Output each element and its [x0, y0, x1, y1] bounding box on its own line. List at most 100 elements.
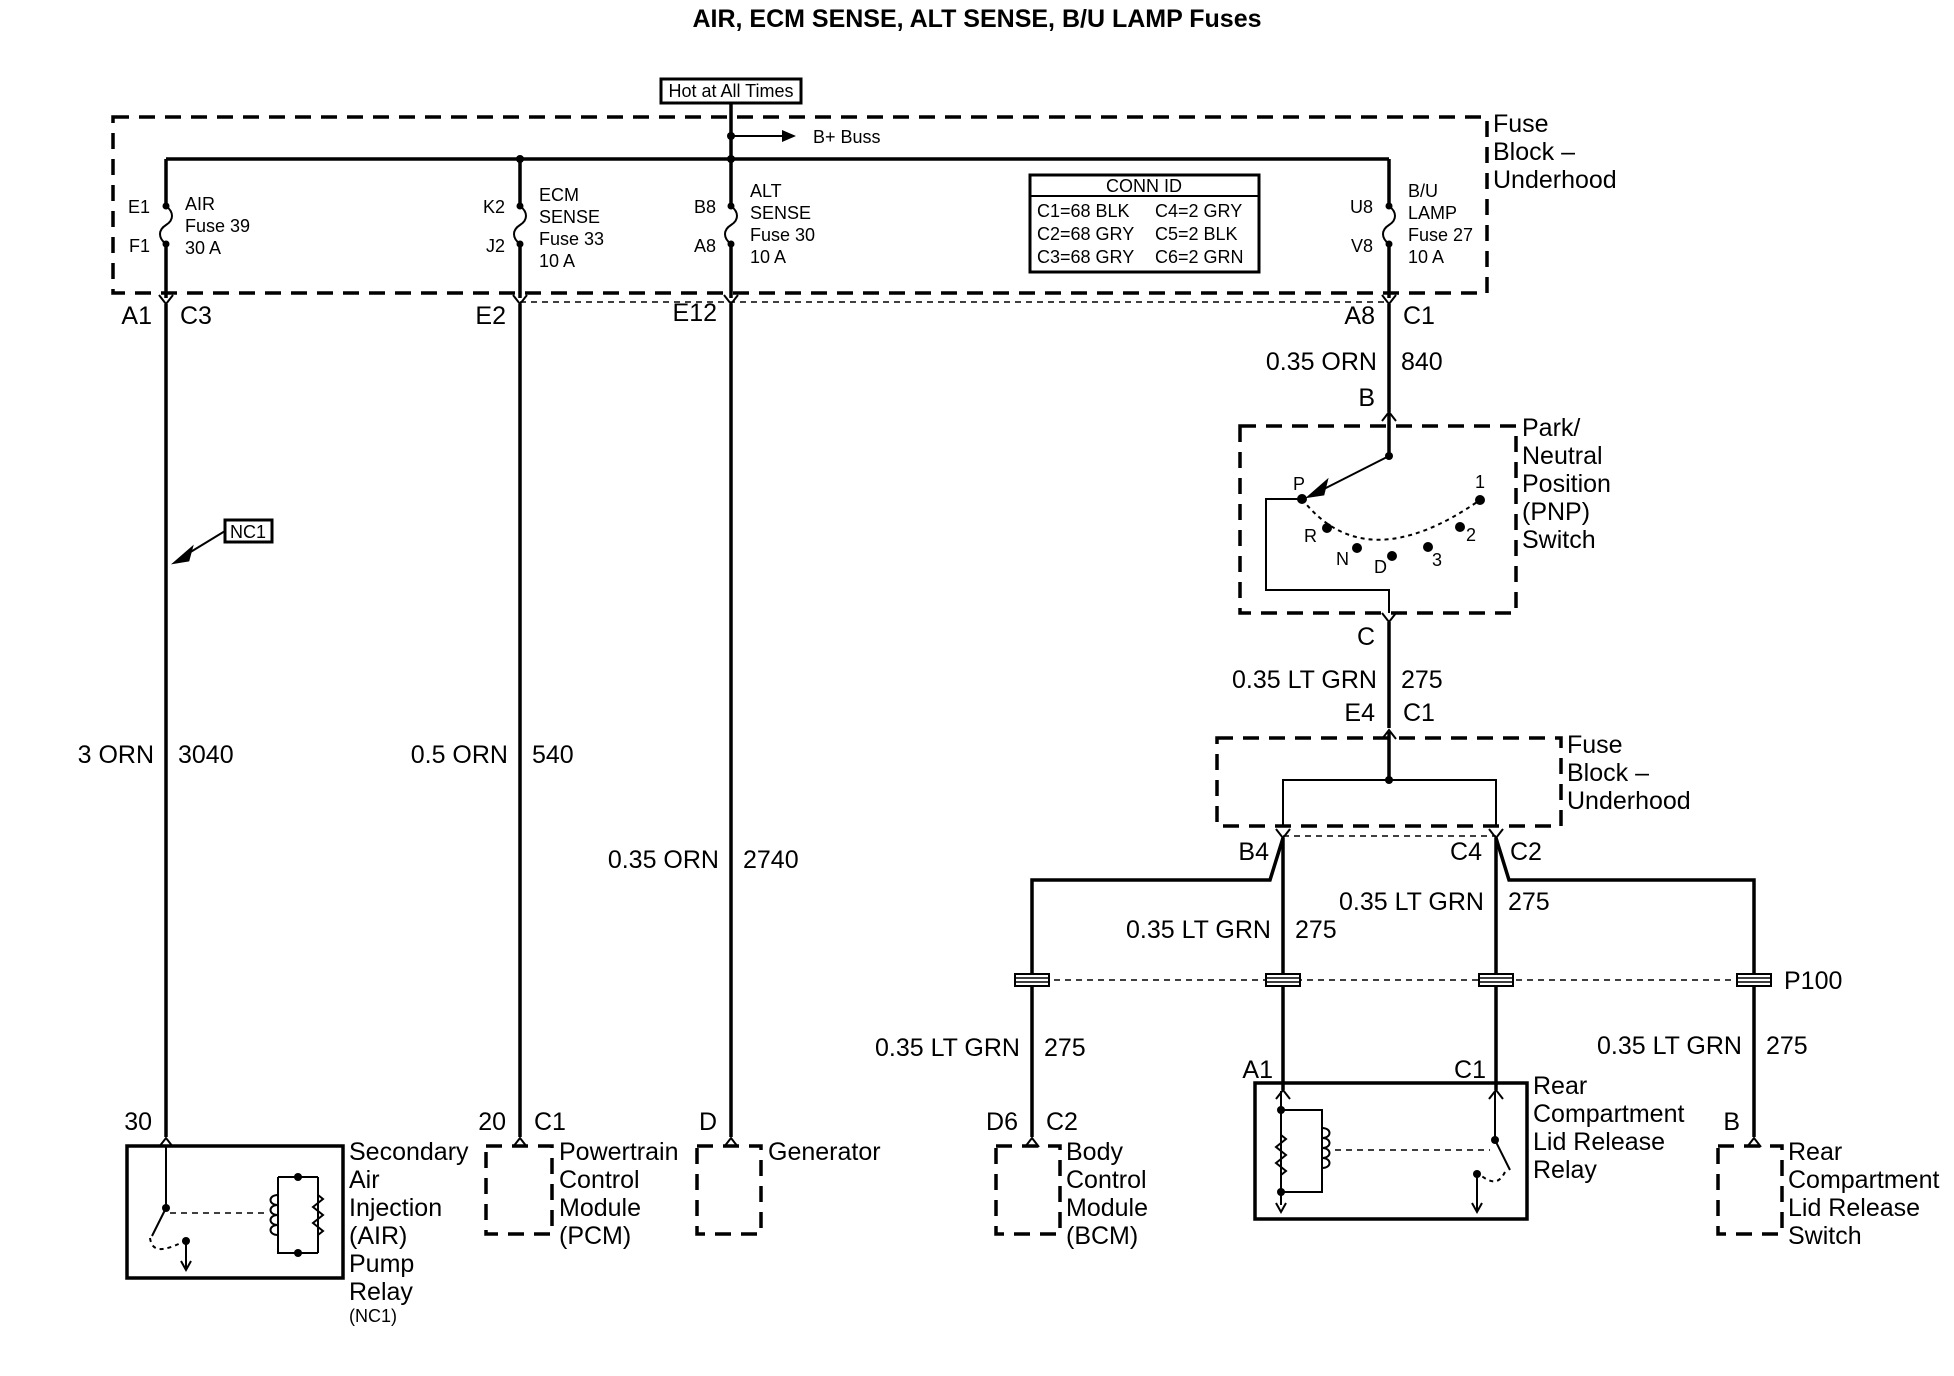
pnp-pos-2: 2: [1466, 525, 1476, 545]
terminal-c1-top: C1: [1403, 302, 1435, 330]
p100-connector-2: [1265, 973, 1301, 987]
terminal-20: 20: [478, 1108, 506, 1136]
conn-id-r2c2: C5=2 BLK: [1155, 224, 1238, 244]
conn-id-r1c2: C4=2 GRY: [1155, 201, 1242, 221]
rear-relay-label-3: Lid Release: [1533, 1128, 1665, 1156]
pnp-label-1: Park/: [1522, 414, 1580, 442]
air-relay-label-6: Relay: [349, 1278, 413, 1306]
fuse-27-number: Fuse 27: [1408, 225, 1473, 245]
wire-275d-circuit: 275: [1044, 1034, 1086, 1062]
hot-label-box: [659, 77, 803, 105]
fuse-27-bottom-pin: V8: [1351, 236, 1373, 256]
pnp-label-3: Position: [1522, 470, 1611, 498]
fuse-39: [159, 201, 173, 249]
p100-connector-4: [1736, 973, 1772, 987]
terminal-c2-bcm: C2: [1046, 1108, 1078, 1136]
fuse-30-top-pin: B8: [694, 197, 716, 217]
pnp-pos-d: D: [1374, 557, 1387, 577]
bcm-label-2: Control: [1066, 1166, 1147, 1194]
wire-540-circuit: 540: [532, 741, 574, 769]
terminal-c1-fb2: C1: [1403, 699, 1435, 727]
bbuss-label: B+ Buss: [813, 127, 881, 147]
fuse-block2-label-2: Block –: [1567, 759, 1649, 787]
pnp-pos-p: P: [1293, 474, 1305, 494]
fuse-33-name-2: SENSE: [539, 207, 600, 227]
terminal-c1-relay: C1: [1454, 1056, 1486, 1084]
terminal-c2-fb2: C2: [1510, 838, 1542, 866]
wire-275e-gauge: 0.35 LT GRN: [1597, 1032, 1742, 1060]
terminal-a1-relay: A1: [1242, 1056, 1273, 1084]
wire-275d-gauge: 0.35 LT GRN: [875, 1034, 1020, 1062]
terminal-30: 30: [124, 1108, 152, 1136]
fuse-30-bottom-pin: A8: [694, 236, 716, 256]
wire-275a-circuit: 275: [1401, 666, 1443, 694]
wire-275c-gauge: 0.35 LT GRN: [1339, 888, 1484, 916]
generator-label: Generator: [768, 1138, 881, 1166]
fuse-block-label-3: Underhood: [1493, 166, 1617, 194]
rear-lid-release-switch: [1716, 1144, 1784, 1236]
terminal-b-switch: B: [1723, 1108, 1740, 1136]
fuse-33-top-pin: K2: [483, 197, 505, 217]
pcm-label-2: Control: [559, 1166, 640, 1194]
p100-label: P100: [1784, 967, 1842, 995]
hot-label: Hot at All Times: [668, 81, 793, 101]
air-relay-label-5: Pump: [349, 1250, 414, 1278]
wire-2740-gauge: 0.35 ORN: [608, 846, 719, 874]
wire-275a-gauge: 0.35 LT GRN: [1232, 666, 1377, 694]
pnp-label-4: (PNP): [1522, 498, 1590, 526]
terminal-a8: A8: [1344, 302, 1375, 330]
terminal-a1: A1: [121, 302, 152, 330]
pnp-pos-r: R: [1304, 526, 1317, 546]
pnp-label-2: Neutral: [1522, 442, 1603, 470]
pnp-pos-n: N: [1336, 549, 1349, 569]
fuse-block-underhood: [111, 115, 1489, 295]
terminal-e2: E2: [475, 302, 506, 330]
pnp-pos-3: 3: [1432, 550, 1442, 570]
fuse-33-name-1: ECM: [539, 185, 579, 205]
terminal-b4: B4: [1238, 838, 1269, 866]
air-relay-label-3: Injection: [349, 1194, 442, 1222]
terminal-d6: D6: [986, 1108, 1018, 1136]
fuse-33: [513, 201, 527, 249]
rear-relay-label-4: Relay: [1533, 1156, 1597, 1184]
rear-lid-release-relay: [1253, 1081, 1529, 1221]
pnp-label-5: Switch: [1522, 526, 1596, 554]
air-relay-label-2: Air: [349, 1166, 380, 1194]
wire-840-circuit: 840: [1401, 348, 1443, 376]
rear-switch-label-3: Lid Release: [1788, 1194, 1920, 1222]
conn-id-r2c1: C2=68 GRY: [1037, 224, 1134, 244]
air-relay-label-4: (AIR): [349, 1222, 407, 1250]
conn-id-r3c1: C3=68 GRY: [1037, 247, 1134, 267]
fuse-27: [1382, 201, 1396, 249]
fuse-33-bottom-pin: J2: [486, 236, 505, 256]
fuse-27-rating: 10 A: [1408, 247, 1444, 267]
wire-2740-circuit: 2740: [743, 846, 799, 874]
rear-relay-label-1: Rear: [1533, 1072, 1587, 1100]
terminal-b-pnp: B: [1358, 384, 1375, 412]
fuse-30-name-1: ALT: [750, 181, 782, 201]
wire-3040-circuit: 3040: [178, 741, 234, 769]
fuse-27-name-1: B/U: [1408, 181, 1438, 201]
fuse-30: [724, 201, 738, 249]
pcm-label-3: Module: [559, 1194, 641, 1222]
conn-id-r3c2: C6=2 GRN: [1155, 247, 1244, 267]
air-pump-relay: [125, 1144, 345, 1280]
bcm-label-1: Body: [1066, 1138, 1123, 1166]
fuse-39-number: Fuse 39: [185, 216, 250, 236]
bcm-label-3: Module: [1066, 1194, 1148, 1222]
wire-275c-circuit: 275: [1508, 888, 1550, 916]
conn-id-title: CONN ID: [1106, 176, 1182, 196]
terminal-e12: E12: [673, 299, 717, 327]
rear-relay-label-2: Compartment: [1533, 1100, 1684, 1128]
rear-switch-label-1: Rear: [1788, 1138, 1842, 1166]
wire-275b-circuit: 275: [1295, 916, 1337, 944]
wire-275e-circuit: 275: [1766, 1032, 1808, 1060]
fuse-39-name: AIR: [185, 194, 215, 214]
terminal-e4: E4: [1344, 699, 1375, 727]
fuse-30-rating: 10 A: [750, 247, 786, 267]
pnp-switch: [1238, 424, 1518, 615]
terminal-c1-pcm: C1: [534, 1108, 566, 1136]
wire-540-gauge: 0.5 ORN: [411, 741, 508, 769]
nc1-tag: NC1: [170, 518, 274, 565]
